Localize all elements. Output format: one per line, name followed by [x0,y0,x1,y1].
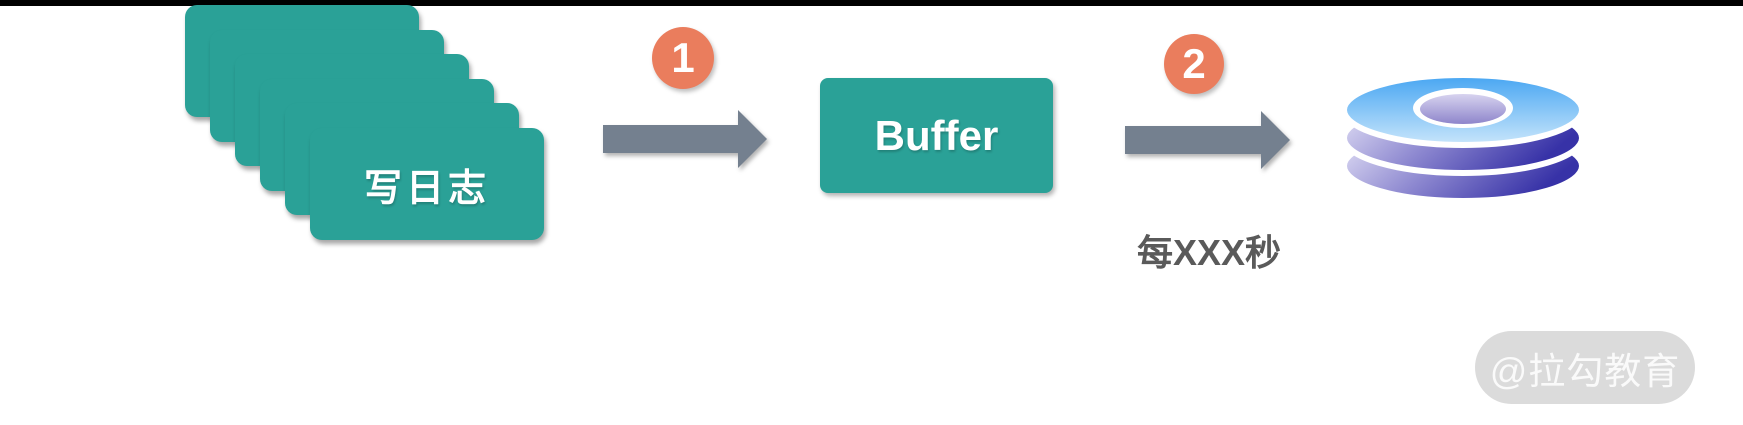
step-badge-2: 2 [1164,34,1224,94]
watermark-text: @拉勾教育 [1489,350,1681,392]
flow-arrow-1-icon [603,110,767,168]
buffer-box: Buffer [820,78,1053,193]
step-badge-2-number: 2 [1182,40,1206,87]
flow-arrow-2-icon [1125,111,1290,169]
watermark-badge: @拉勾教育 [1475,331,1695,404]
buffer-label: Buffer [874,111,999,159]
interval-label: 每XXX秒 [1136,232,1282,273]
top-black-bar [0,0,1743,6]
step-badge-1-number: 1 [671,34,695,81]
step-badge-1: 1 [652,27,714,89]
log-card-front: 写日志 [310,128,544,240]
log-card-label: 写日志 [363,167,490,210]
disk-icon [1341,72,1585,204]
